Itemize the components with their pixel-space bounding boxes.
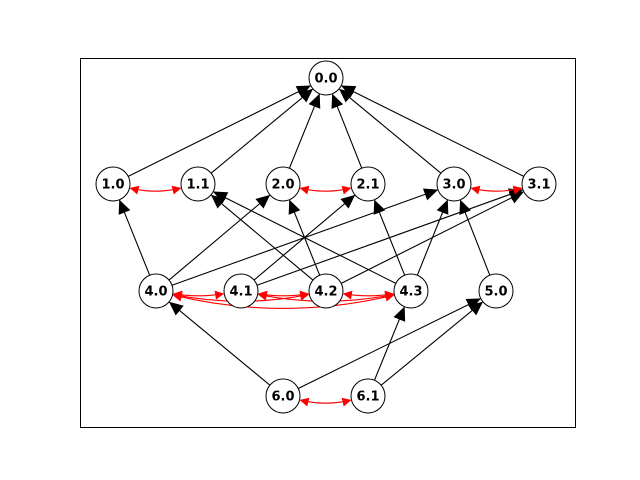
node-circle	[478, 273, 514, 309]
node-6.1: 6.1	[350, 378, 386, 414]
bidirected-edge-2.0-2.1	[299, 185, 352, 195]
node-2.0: 2.0	[265, 166, 301, 202]
node-circle	[308, 273, 344, 309]
node-label: 1.0	[101, 178, 124, 193]
node-4.3: 4.3	[393, 273, 429, 309]
edge-4.0-to-2.0	[168, 194, 271, 281]
node-label: 4.3	[399, 285, 422, 300]
node-circle	[350, 378, 386, 414]
bidirected-edge-1.0-1.1	[129, 185, 182, 195]
node-5.0: 5.0	[478, 273, 514, 309]
node-4.2: 4.2	[308, 273, 344, 309]
bidirected-edge-3.0-3.1	[470, 185, 523, 195]
edge-1.0-to-0.0	[127, 85, 311, 177]
node-label: 3.0	[442, 178, 465, 193]
node-circle	[223, 273, 259, 309]
node-circle	[436, 166, 472, 202]
node-label: 5.0	[484, 285, 507, 300]
node-0.0: 0.0	[308, 60, 344, 96]
plot-frame	[80, 58, 576, 428]
bidirected-edge-4.0-4.3	[172, 292, 395, 309]
node-circle	[308, 60, 344, 96]
node-3.1: 3.1	[521, 166, 557, 202]
node-circle	[521, 166, 557, 202]
edge-6.1-to-5.0	[380, 301, 484, 386]
node-circle	[138, 273, 174, 309]
node-label: 2.1	[356, 178, 379, 193]
node-circle	[265, 166, 301, 202]
node-4.1: 4.1	[223, 273, 259, 309]
node-label: 4.2	[314, 285, 337, 300]
node-1.1: 1.1	[180, 166, 216, 202]
edge-2.1-to-0.0	[331, 93, 363, 169]
edge-5.0-to-3.0	[459, 199, 491, 276]
edge-4.3-to-3.0	[416, 199, 449, 276]
node-3.0: 3.0	[436, 166, 472, 202]
edge-3.1-to-0.0	[341, 85, 525, 177]
edge-6.1-to-4.3	[373, 306, 406, 381]
edge-4.3-to-2.1	[373, 199, 406, 276]
node-1.0: 1.0	[95, 166, 131, 202]
node-label: 3.1	[527, 178, 550, 193]
edge-3.0-to-0.0	[338, 88, 442, 174]
bidirected-edge-6.0-6.1	[299, 397, 352, 407]
node-label: 1.1	[186, 178, 209, 193]
node-circle	[95, 166, 131, 202]
edge-2.0-to-0.0	[288, 93, 321, 169]
node-label: 4.1	[229, 285, 252, 300]
node-2.1: 2.1	[350, 166, 386, 202]
node-label: 0.0	[314, 72, 337, 87]
edge-6.0-to-4.0	[168, 301, 271, 386]
edge-1.1-to-0.0	[210, 88, 314, 174]
node-circle	[180, 166, 216, 202]
node-4.0: 4.0	[138, 273, 174, 309]
node-circle	[393, 273, 429, 309]
node-circle	[350, 166, 386, 202]
edge-4.2-to-1.1	[210, 194, 314, 281]
node-label: 2.0	[271, 178, 294, 193]
edge-4.3-to-1.1	[213, 191, 397, 284]
node-label: 6.0	[271, 390, 294, 405]
node-6.0: 6.0	[265, 378, 301, 414]
node-label: 6.1	[356, 390, 379, 405]
node-label: 4.0	[144, 285, 167, 300]
edge-4.0-to-1.0	[118, 199, 151, 276]
node-circle	[265, 378, 301, 414]
